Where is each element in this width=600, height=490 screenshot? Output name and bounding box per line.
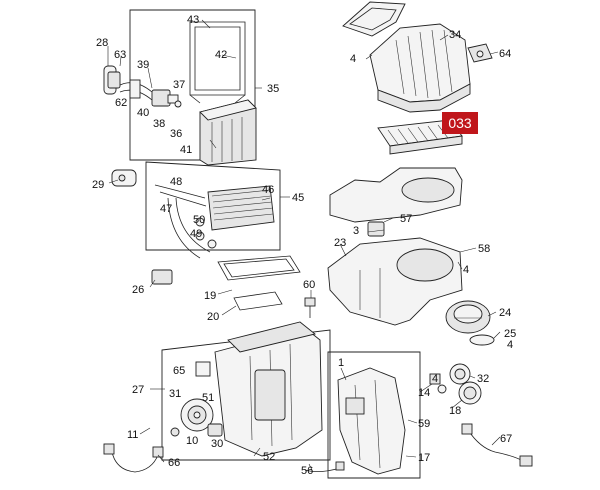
callout-3: 3 (353, 225, 359, 237)
part-63-bracket (103, 65, 121, 95)
callout-25: 25 (504, 328, 516, 340)
part-10-clip (170, 427, 180, 437)
callout-4-right: 4 (507, 339, 513, 351)
callout-46: 46 (262, 184, 274, 196)
part-34-blower-housing-upper (369, 23, 471, 113)
callout-57: 57 (400, 213, 412, 225)
callout-17: 17 (418, 452, 430, 464)
callout-34: 34 (449, 29, 461, 41)
callout-64: 64 (499, 48, 511, 60)
highlight-label[interactable]: 033 (448, 115, 472, 131)
callout-51: 51 (202, 392, 214, 404)
callout-56: 56 (301, 465, 313, 477)
part-14-link (429, 373, 447, 394)
callout-49: 49 (190, 228, 202, 240)
part-20-seal (233, 291, 283, 311)
callout-47: 47 (160, 203, 172, 215)
callout-19: 19 (204, 290, 216, 302)
callout-50: 50 (193, 214, 205, 226)
part-19-seal (217, 255, 301, 281)
callout-4-top: 4 (350, 53, 356, 65)
callout-52: 52 (263, 451, 275, 463)
callout-24: 24 (499, 307, 511, 319)
part-51-heater-case (214, 321, 323, 457)
callout-27: 27 (132, 384, 144, 396)
callout-23: 23 (334, 237, 346, 249)
callout-38: 38 (153, 118, 165, 130)
callout-28: 28 (96, 37, 108, 49)
part-39-pipe (119, 79, 153, 101)
highlight-badge[interactable] (442, 112, 478, 134)
leader-lines (107, 19, 501, 471)
callout-10: 10 (186, 435, 198, 447)
part-23-blower-case (327, 237, 463, 326)
callout-1: 1 (338, 357, 344, 369)
part-24-blower-motor (445, 300, 491, 334)
cabin-air-filter (377, 119, 463, 155)
callout-67: 67 (500, 433, 512, 445)
part-31-actuator-gear (180, 398, 214, 432)
part-30-actuator (207, 423, 223, 437)
callout-37: 37 (173, 79, 185, 91)
heater-group (145, 161, 281, 259)
callout-65: 65 (173, 365, 185, 377)
callout-45: 45 (292, 192, 304, 204)
callout-63: 63 (114, 49, 126, 61)
part-41-evaporator-core (199, 99, 257, 166)
callout-20: 20 (207, 311, 219, 323)
callout-66: 66 (168, 457, 180, 469)
part-29-grommet (111, 169, 137, 187)
part-47-heater-pipes (154, 184, 217, 259)
part-67-harness (461, 423, 533, 467)
part-65-bracket (195, 361, 211, 377)
callout-numbers: 43 42 35 41 28 63 39 37 62 40 38 36 29 4… (92, 14, 516, 477)
callout-29: 29 (92, 179, 104, 191)
callout-58: 58 (478, 243, 490, 255)
part-46-heater-core (207, 185, 275, 231)
part-fresh-air-inlet (342, 1, 406, 37)
part-17-lower-case (337, 367, 406, 475)
callout-59: 59 (418, 418, 430, 430)
part-26-bracket (151, 269, 173, 285)
evaporator-group (103, 9, 257, 166)
callout-62: 62 (115, 97, 127, 109)
part-66-harness (103, 443, 164, 473)
lower-case-group (327, 351, 421, 479)
callout-35: 35 (267, 83, 279, 95)
part-56-sensor (304, 461, 345, 472)
highlight-callout[interactable]: 033 (442, 112, 478, 134)
callout-41: 41 (180, 144, 192, 156)
callout-4-lower: 4 (432, 373, 438, 385)
callout-32: 32 (477, 373, 489, 385)
callout-18: 18 (449, 405, 461, 417)
callout-36: 36 (170, 128, 182, 140)
callout-48: 48 (170, 176, 182, 188)
group-frame-1 (327, 351, 421, 479)
group-frame-45 (145, 161, 281, 251)
part-43-frame (189, 21, 246, 104)
part-32-actuator (449, 363, 482, 405)
heater-case-group (161, 321, 331, 461)
part-57-resistor (367, 221, 385, 237)
part-filter-housing (329, 167, 463, 223)
callout-40: 40 (137, 107, 149, 119)
callout-4-mid: 4 (463, 264, 469, 276)
callout-60: 60 (303, 279, 315, 291)
callout-43: 43 (187, 14, 199, 26)
callout-42: 42 (215, 49, 227, 61)
part-25-gasket (469, 334, 495, 346)
callout-14: 14 (418, 387, 430, 399)
part-37-expansion-valve (151, 89, 182, 108)
callout-26: 26 (132, 284, 144, 296)
callout-39: 39 (137, 59, 149, 71)
callout-31: 31 (169, 388, 181, 400)
part-64-actuator (467, 43, 493, 63)
callout-30: 30 (211, 438, 223, 450)
part-60-drain (304, 297, 316, 318)
callout-11: 11 (127, 429, 138, 441)
